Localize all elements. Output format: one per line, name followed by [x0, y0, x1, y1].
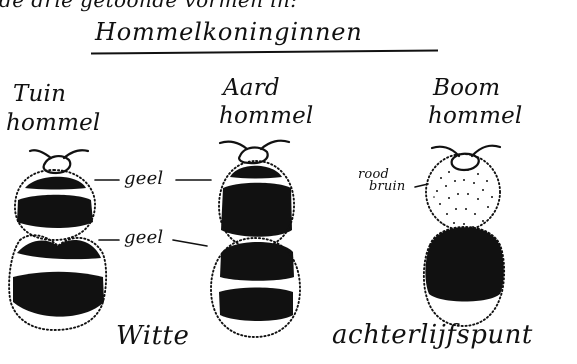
- garden-bee-abdomen-front-band: [17, 240, 101, 259]
- garden-label-line1: Tuin: [13, 83, 66, 106]
- red-brown-stipple: [433, 168, 493, 228]
- earth-bee-thorax-front-band: [230, 166, 282, 179]
- tree-label-line2: hommel: [428, 105, 522, 128]
- white-label: Witte: [116, 321, 189, 351]
- lower-yellow-label: geel: [124, 229, 163, 247]
- garden-bee-thorax-front-band: [25, 177, 86, 190]
- garden-bee-abdomen-back-band: [13, 272, 104, 317]
- earth-bee-abdomen-back-band: [219, 288, 293, 322]
- tree-bee-right-antenna: [472, 146, 500, 156]
- red-brown-label-line2: bruin: [369, 180, 405, 193]
- lower-yellow-right-leader: [173, 240, 207, 246]
- garden-bee-left-antenna: [30, 150, 51, 158]
- upper-yellow-label: geel: [124, 170, 163, 188]
- garden-label-line2: hommel: [6, 112, 100, 135]
- tree-bee-abdomen-dark: [425, 227, 503, 301]
- garden-bumblebee-queen: [9, 150, 106, 330]
- garden-bee-thorax-back-band: [17, 195, 93, 228]
- earth-bee-left-antenna: [220, 142, 247, 149]
- earth-label-line2: hommel: [219, 105, 313, 128]
- earth-bumblebee-queen: [211, 141, 300, 337]
- tree-label-line1: Boom: [433, 77, 500, 100]
- tree-bumblebee-queen: [424, 146, 504, 326]
- earth-bee-abdomen-front-band: [220, 242, 294, 281]
- earth-label-line1: Aard: [223, 77, 280, 100]
- tail-label: achterlijfspunt: [332, 320, 533, 350]
- earth-bee-right-antenna: [261, 141, 289, 149]
- garden-bee-right-antenna: [64, 150, 88, 158]
- tree-bee-thorax-outline: [426, 154, 500, 230]
- garden-bee-head: [44, 156, 71, 173]
- earth-bee-thorax-back-band: [221, 183, 292, 237]
